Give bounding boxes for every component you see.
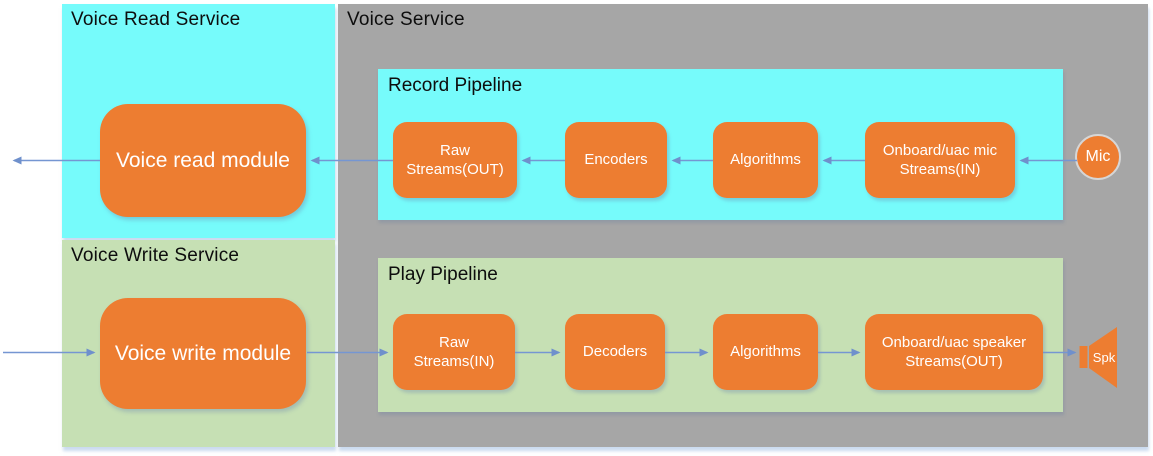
node-onboard-mic-streams-in-label: Onboard/uac mic Streams(IN) [882,141,998,179]
voice-write-service-box: Voice Write Service Voice write module [62,240,335,447]
voice-read-service-box: Voice Read Service Voice read module [62,4,335,238]
node-decoders-label: Decoders [582,343,648,361]
voice-read-service-title: Voice Read Service [71,9,241,30]
speaker-icon: Spk [1079,327,1117,388]
node-onboard-mic-streams-in: Onboard/uac mic Streams(IN) [865,122,1015,198]
voice-read-module-box: Voice read module [100,104,306,217]
play-pipeline-title: Play Pipeline [388,264,498,285]
node-play-algorithms: Algorithms [713,314,818,390]
node-onboard-speaker-streams-out-label: Onboard/uac speaker Streams(OUT) [881,333,1027,371]
record-pipeline-title: Record Pipeline [388,75,523,96]
voice-write-module-label: Voice write module [114,341,292,365]
play-pipeline-box: Play Pipeline Raw Streams(IN) Decoders A… [378,258,1063,412]
node-play-algorithms-label: Algorithms [730,343,801,361]
speaker-driver-shape [1079,346,1088,368]
node-onboard-speaker-streams-out: Onboard/uac speaker Streams(OUT) [865,314,1043,390]
node-raw-streams-in: Raw Streams(IN) [393,314,515,390]
voice-write-module-box: Voice write module [100,298,306,409]
node-encoders: Encoders [565,122,667,198]
voice-service-box: Voice Service Record Pipeline Raw Stream… [338,4,1148,447]
voice-write-service-title: Voice Write Service [71,245,240,266]
record-pipeline-box: Record Pipeline Raw Streams(OUT) Encoder… [378,69,1063,220]
node-record-algorithms: Algorithms [713,122,818,198]
voice-read-module-label: Voice read module [116,148,290,172]
mic-circle: Mic [1075,134,1121,180]
node-raw-streams-out: Raw Streams(OUT) [393,122,517,198]
mic-label: Mic [1085,148,1111,165]
speaker-label: Spk [1093,350,1116,365]
speaker-horn-shape [1089,327,1117,388]
node-raw-streams-out-label: Raw Streams(OUT) [406,141,504,179]
node-record-algorithms-label: Algorithms [730,151,801,169]
node-encoders-label: Encoders [584,151,648,169]
node-raw-streams-in-label: Raw Streams(IN) [413,333,495,371]
node-decoders: Decoders [565,314,665,390]
voice-service-title: Voice Service [347,9,465,30]
